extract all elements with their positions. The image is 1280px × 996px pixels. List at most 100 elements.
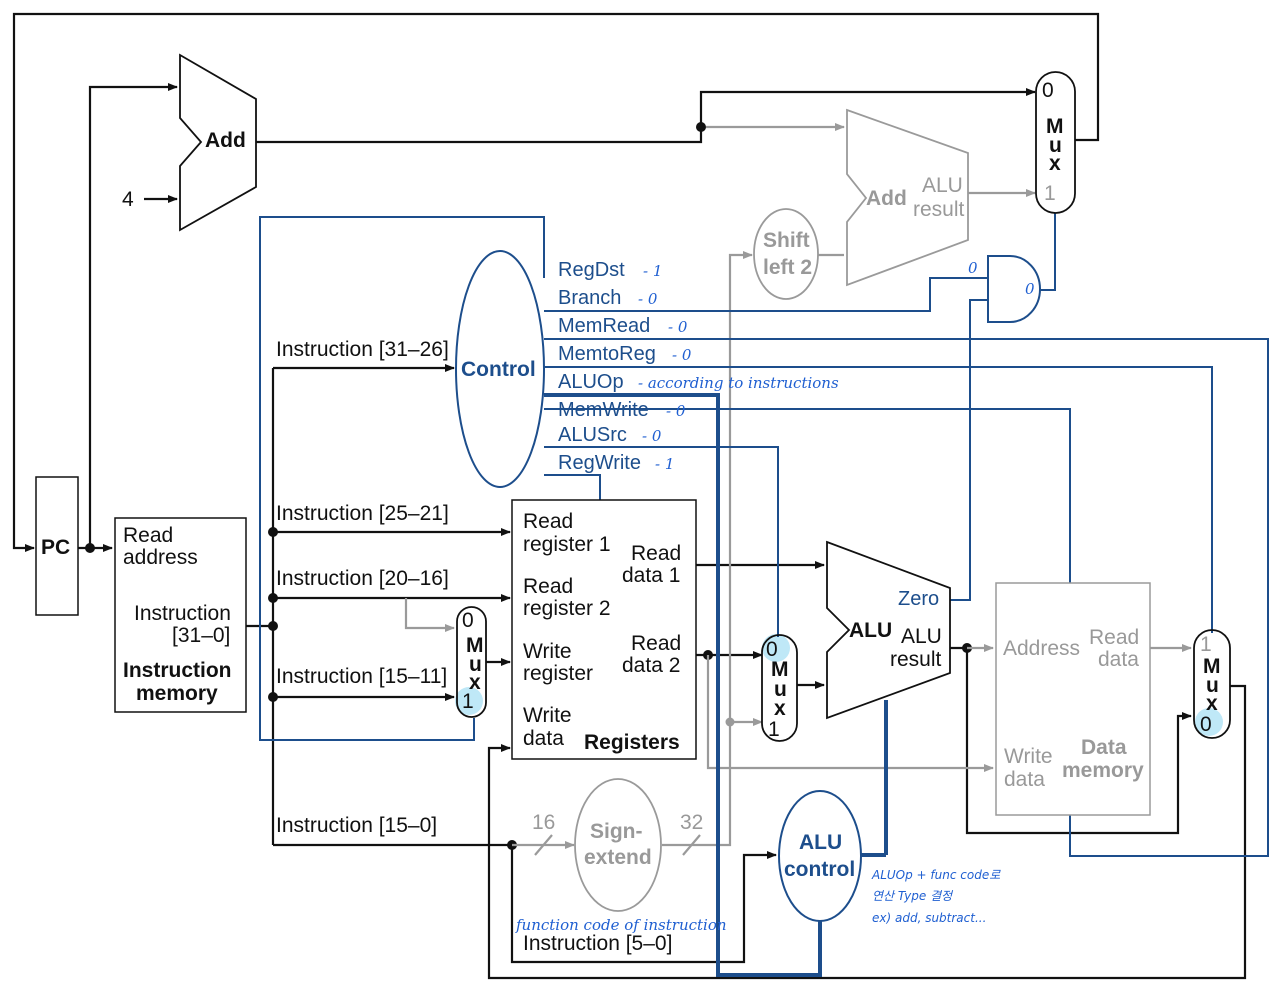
mux-alu-in1: 1 — [768, 718, 780, 741]
mux-alu-m: M — [771, 658, 789, 681]
sign-extend-label-2: extend — [584, 846, 652, 869]
shift-label-2: left 2 — [763, 256, 812, 279]
reg-read-data-2a: Read — [631, 632, 681, 655]
reg-read-data-1a: Read — [631, 542, 681, 565]
highlight-alusrc-0 — [762, 634, 790, 662]
registers-title: Registers — [584, 731, 680, 754]
signal-memtoreg-note: - 0 — [672, 346, 692, 364]
and-output-note: 0 — [1025, 280, 1035, 298]
signal-regdst: RegDst — [558, 259, 625, 281]
dmem-title-b: memory — [1062, 759, 1144, 782]
reg-read-register-2b: register 2 — [523, 597, 611, 620]
imem-read-address-1: Read — [123, 524, 173, 547]
reg-read-data-1b: data 1 — [622, 564, 680, 587]
alu-control-label-2: control — [784, 858, 855, 881]
mux-alu-x: x — [774, 697, 786, 720]
alu-result-label-2: result — [890, 648, 942, 671]
memtoreg-mux — [1193, 629, 1231, 739]
reg-write-register-b: register — [523, 662, 593, 685]
signal-branch-note: - 0 — [638, 290, 658, 308]
mux-reg-in0: 0 — [462, 609, 474, 632]
highlight-memtoreg-0 — [1195, 708, 1223, 736]
signal-memwrite-note: - 0 — [666, 402, 686, 420]
imem-instruction-2: [31–0] — [172, 624, 230, 647]
field-15-11: Instruction [15–11] — [276, 665, 447, 688]
reg-read-data-2b: data 2 — [622, 654, 680, 677]
signal-memread: MemRead — [558, 315, 650, 337]
mux-top-in1: 1 — [1044, 182, 1056, 205]
alu-control-unit — [778, 790, 862, 922]
control-unit — [455, 250, 545, 488]
branch-adder — [846, 108, 969, 287]
field-31-26: Instruction [31–26] — [276, 338, 449, 361]
alu-control-note-2: 연산 Type 결정 — [872, 889, 954, 903]
mux-mem-m: M — [1203, 655, 1221, 678]
signal-memread-note: - 0 — [668, 318, 688, 336]
instruction-memory — [114, 517, 247, 713]
reg-read-register-2a: Read — [523, 575, 573, 598]
signal-regwrite: RegWrite — [558, 452, 641, 474]
mux-top-u: u — [1049, 134, 1062, 157]
pc-label: PC — [41, 536, 70, 559]
and-input-note: 0 — [968, 259, 978, 277]
control-signal-labels: RegDst - 1 Branch - 0 MemRead - 0 MemtoR… — [558, 259, 839, 474]
signal-alusrc-note: - 0 — [642, 427, 662, 445]
reg-write-data-b: data — [523, 727, 564, 750]
dmem-read-data-a: Read — [1089, 626, 1139, 649]
function-code-note: function code of instruction — [515, 916, 727, 934]
reg-read-register-1a: Read — [523, 510, 573, 533]
signal-memtoreg: MemtoReg — [558, 343, 656, 365]
field-20-16: Instruction [20–16] — [276, 567, 449, 590]
signal-memwrite: MemWrite — [558, 399, 649, 421]
mux-mem-in1: 1 — [1200, 633, 1212, 656]
branch-adder-label: Add — [866, 187, 907, 210]
signal-aluop-note: - according to instructions — [638, 374, 839, 392]
alu-zero-label: Zero — [898, 588, 939, 610]
branch-and-memory-gray-wires — [404, 123, 1192, 856]
data-memory — [995, 582, 1151, 816]
alu-control-note-1: ALUOp + func code로 — [871, 868, 1001, 882]
mux-reg-in1: 1 — [462, 690, 474, 713]
mux-alu-u: u — [774, 678, 787, 701]
branch-adder-result-2: result — [913, 198, 965, 221]
main-alu — [826, 540, 951, 720]
pc-register — [35, 476, 79, 616]
mux-alu-in0: 0 — [766, 638, 778, 661]
reg-write-data-a: Write — [523, 704, 572, 727]
dmem-read-data-b: data — [1098, 648, 1139, 671]
alu-result-label-1: ALU — [901, 625, 942, 648]
field-25-21: Instruction [25–21] — [276, 502, 449, 525]
pc-adder-label: Add — [205, 129, 246, 152]
highlight-regdst-1 — [455, 687, 483, 715]
imem-title-1: Instruction — [123, 659, 232, 682]
regdst-mux — [456, 606, 487, 718]
sign-extend-input-bits: 16 — [532, 811, 555, 834]
sign-extend-label-1: Sign- — [590, 820, 643, 843]
field-5-0: Instruction [5–0] — [523, 932, 672, 955]
imem-instruction-1: Instruction — [134, 602, 231, 625]
pc-source-mux — [1035, 71, 1076, 214]
constant-four: 4 — [122, 188, 134, 211]
control-label: Control — [461, 358, 536, 381]
signal-branch: Branch — [558, 287, 621, 309]
alusrc-mux — [761, 634, 798, 742]
alu-label: ALU — [849, 619, 892, 642]
mux-top-x: x — [1049, 152, 1061, 175]
mux-top-in0: 0 — [1042, 79, 1054, 102]
imem-read-address-2: address — [123, 546, 198, 569]
mux-mem-x: x — [1206, 692, 1218, 715]
datapath-wires — [12, 12, 1247, 980]
pc-adder — [179, 53, 257, 232]
signal-alusrc: ALUSrc — [558, 424, 627, 446]
shift-left-2 — [753, 208, 819, 300]
field-15-0: Instruction [15–0] — [276, 814, 437, 837]
dmem-write-data-a: Write — [1004, 745, 1053, 768]
control-signal-wires — [259, 210, 1269, 977]
mux-top-m: M — [1046, 115, 1064, 138]
signal-regdst-note: - 1 — [643, 262, 662, 280]
shift-label-1: Shift — [763, 229, 810, 252]
signal-regwrite-note: - 1 — [655, 455, 674, 473]
mux-mem-in0: 0 — [1200, 713, 1212, 736]
mux-mem-u: u — [1206, 674, 1219, 697]
